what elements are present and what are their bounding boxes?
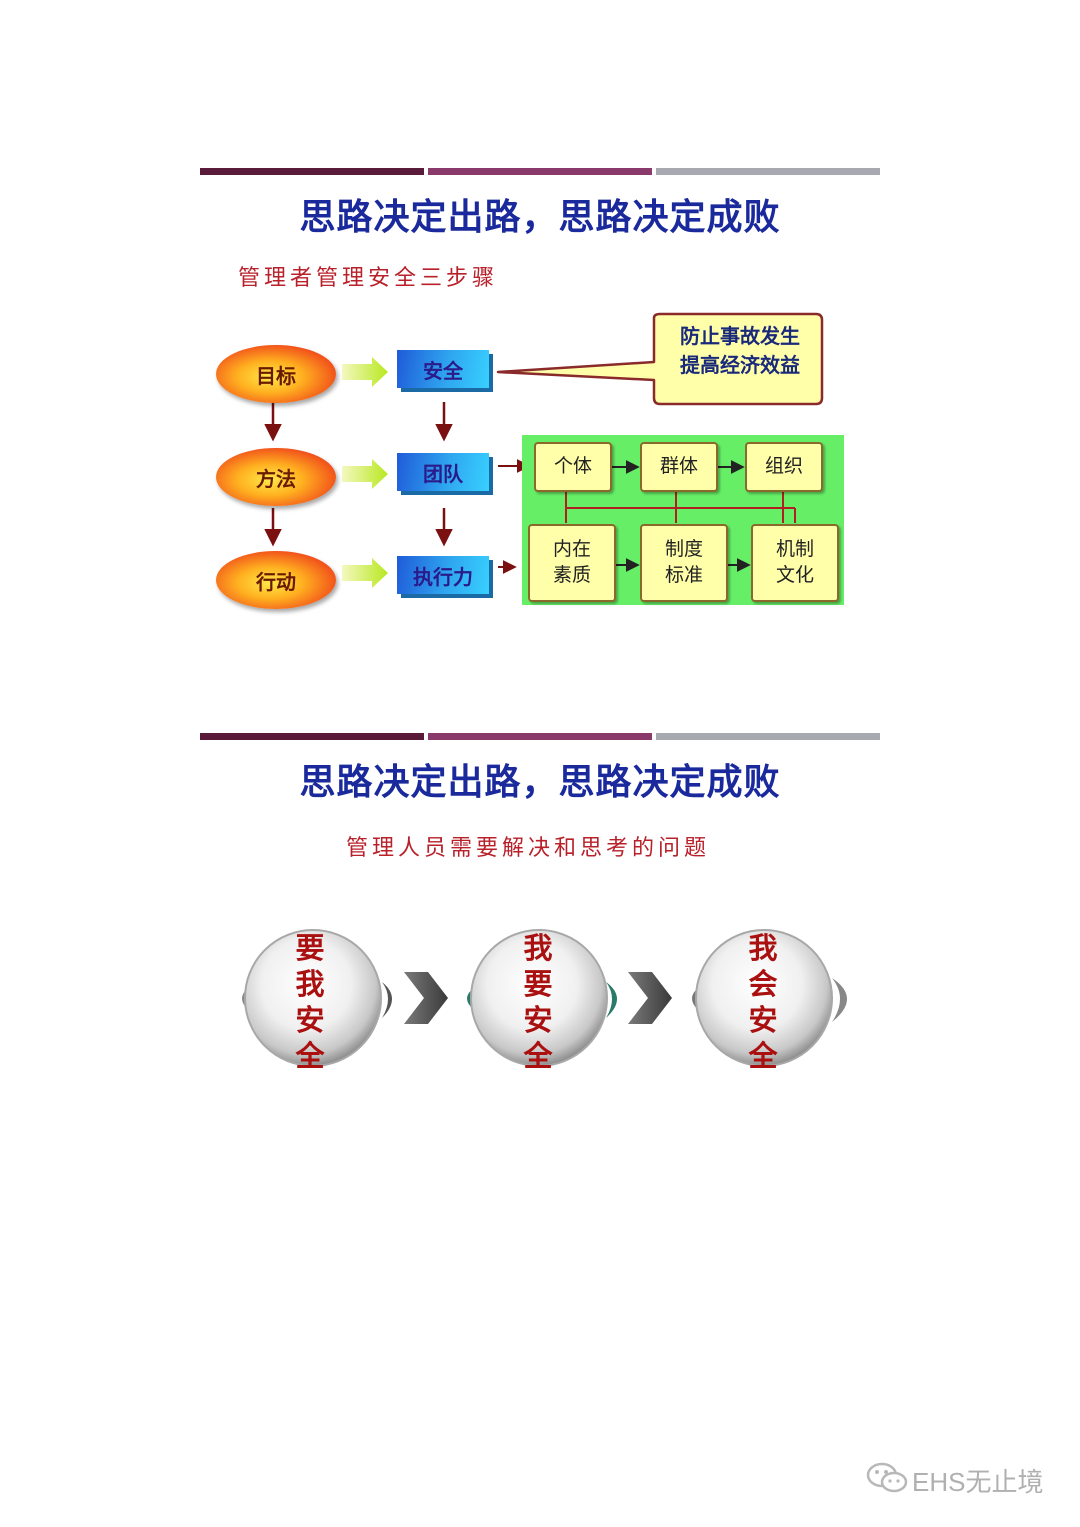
slide-2-subtitle: 管理人员需要解决和思考的问题	[346, 830, 710, 862]
box-individual: 个体	[534, 442, 612, 492]
box-inner-quality-line-1: 内在	[553, 537, 591, 563]
ball-1-char-4: 全	[290, 1038, 330, 1074]
box-organization: 组织	[745, 442, 823, 492]
chevron-right-icon-1	[404, 972, 448, 1024]
box-group: 群体	[640, 442, 718, 492]
box-inner-quality-line-2: 素质	[553, 563, 591, 589]
header-bar-2-segment-1	[200, 733, 424, 740]
ball-3-char-1: 我	[743, 930, 783, 966]
ball-3-label: 我 会 安 全	[743, 930, 783, 1074]
ball-1-char-1: 要	[290, 930, 330, 966]
ball-2-label: 我 要 安 全	[518, 930, 558, 1074]
ball-1-char-3: 安	[290, 1002, 330, 1038]
box-system-standard: 制度标准	[640, 524, 728, 602]
ball-2-char-2: 要	[518, 966, 558, 1002]
ball-3-char-2: 会	[743, 966, 783, 1002]
wechat-icon	[866, 1460, 910, 1496]
ball-1-label: 要 我 安 全	[290, 930, 330, 1074]
ball-2-char-4: 全	[518, 1038, 558, 1074]
watermark-text: EHS无止境	[912, 1462, 1043, 1499]
box-mechanism-culture: 机制文化	[751, 524, 839, 602]
ball-1-char-2: 我	[290, 966, 330, 1002]
header-bar-2-segment-3	[656, 733, 880, 740]
ball-2-char-3: 安	[518, 1002, 558, 1038]
box-mechanism-culture-line-1: 机制	[776, 537, 814, 563]
ball-3-char-3: 安	[743, 1002, 783, 1038]
box-system-standard-line-2: 标准	[665, 563, 703, 589]
slide-2-title: 思路决定出路，思路决定成败	[0, 753, 1080, 805]
ball-3-char-4: 全	[743, 1038, 783, 1074]
box-mechanism-culture-line-2: 文化	[776, 563, 814, 589]
header-bar-2-segment-2	[428, 733, 652, 740]
box-system-standard-line-1: 制度	[665, 537, 703, 563]
ball-2-char-1: 我	[518, 930, 558, 966]
chevron-right-icon-2	[628, 972, 672, 1024]
box-inner-quality: 内在素质	[528, 524, 616, 602]
